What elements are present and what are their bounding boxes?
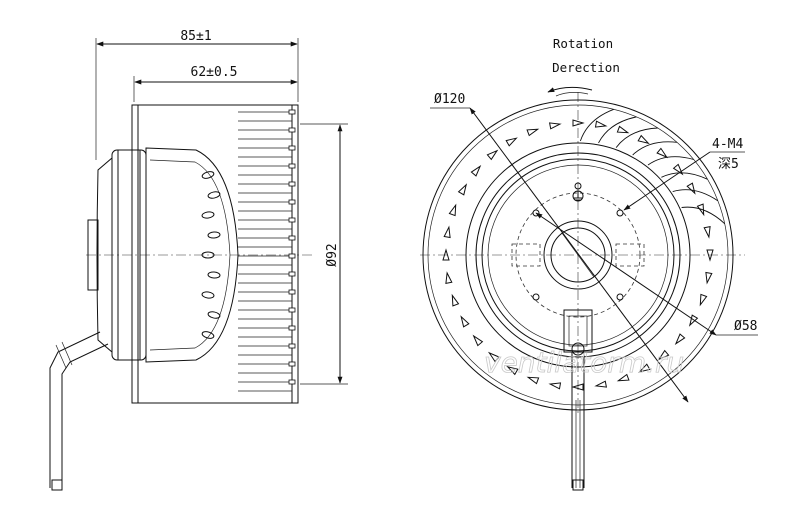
dim-mount-depth-label: 深5 xyxy=(718,157,739,172)
dim-overall-length: 85±1 xyxy=(95,29,299,160)
shaft-flange xyxy=(87,219,99,291)
dim-mount-thread: 4-M4 深5 xyxy=(623,137,745,211)
impeller-cage xyxy=(131,104,299,404)
rotation-arrow-icon xyxy=(547,86,593,93)
dim-impeller-diameter: Ø92 xyxy=(300,123,348,385)
dim-hub-diameter: Ø58 xyxy=(535,212,758,336)
front-view: Rotation Derection Ø120 4-M4 深5 Ø58 xyxy=(420,36,758,491)
motor-body xyxy=(96,147,239,363)
watermark-logo: ventilatorm.ru xyxy=(484,346,684,379)
motor-cooling-slots xyxy=(201,171,221,339)
power-cable xyxy=(49,331,109,491)
rotation-label: Rotation xyxy=(553,36,613,51)
side-view: 85±1 62±0.5 Ø92 xyxy=(49,29,348,491)
dim-hub-diameter-label: Ø58 xyxy=(734,319,757,334)
dim-overall-length-label: 85±1 xyxy=(180,29,211,44)
dim-impeller-length-label: 62±0.5 xyxy=(191,65,238,80)
dim-impeller-length: 62±0.5 xyxy=(133,65,298,102)
outer-ring-inner xyxy=(427,104,729,406)
dim-outer-diameter-label: Ø120 xyxy=(434,92,465,107)
rotation-direction: Rotation Derection xyxy=(547,36,620,97)
direction-label: Derection xyxy=(552,60,620,75)
dim-impeller-diameter-label: Ø92 xyxy=(325,243,340,266)
outer-ring xyxy=(422,99,734,411)
dim-mount-thread-label: 4-M4 xyxy=(712,137,743,152)
